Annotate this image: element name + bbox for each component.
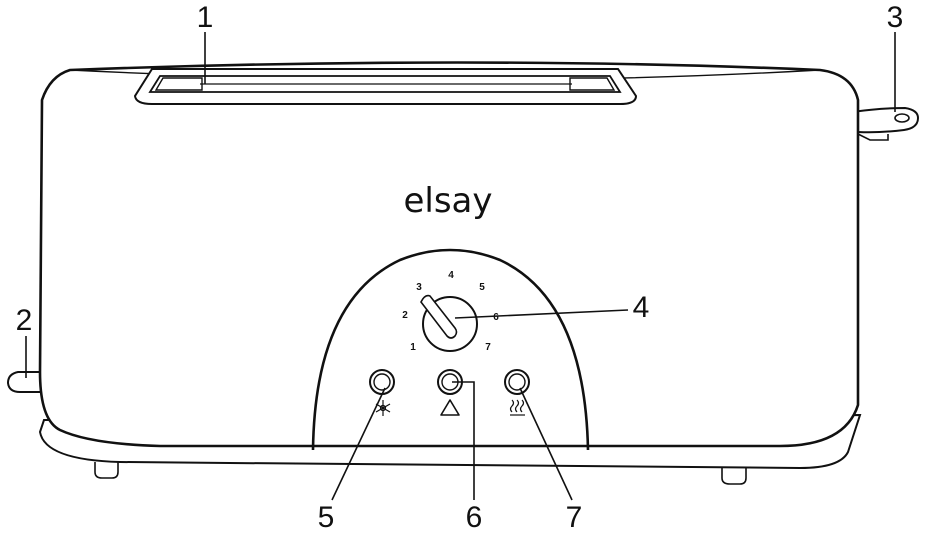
lever-left[interactable] bbox=[6, 371, 44, 393]
callout-5: 5 bbox=[318, 501, 335, 531]
browning-dial[interactable] bbox=[420, 294, 478, 352]
dial-number: 7 bbox=[485, 342, 491, 353]
snowflake-icon bbox=[375, 400, 391, 416]
reheat-button[interactable] bbox=[504, 369, 530, 395]
callout-2: 2 bbox=[16, 304, 33, 337]
dial-number: 5 bbox=[479, 282, 485, 293]
dial-scale: 1 2 3 4 5 6 7 bbox=[402, 270, 499, 353]
callout-1: 1 bbox=[197, 1, 214, 34]
dial-knob-indicator bbox=[420, 294, 458, 339]
callout-leaders bbox=[25, 32, 896, 501]
toaster-body bbox=[38, 61, 860, 448]
brand-logo: elsay bbox=[403, 181, 492, 221]
callout-7: 7 bbox=[566, 501, 583, 531]
bread-slot bbox=[133, 68, 638, 105]
callout-6: 6 bbox=[466, 501, 483, 531]
dial-number: 1 bbox=[410, 342, 416, 353]
heat-waves-icon bbox=[509, 399, 525, 416]
defrost-button[interactable] bbox=[369, 369, 395, 395]
callout-labels: 1 2 3 4 5 6 7 bbox=[16, 1, 904, 534]
control-panel bbox=[311, 248, 590, 451]
dial-number: 6 bbox=[493, 312, 499, 323]
callout-3: 3 bbox=[887, 1, 904, 34]
callout-4: 4 bbox=[633, 291, 650, 324]
dial-number: 3 bbox=[416, 282, 422, 293]
lever-right[interactable] bbox=[851, 106, 920, 141]
triangle-icon bbox=[440, 399, 460, 416]
dial-number: 4 bbox=[448, 270, 454, 281]
dial-number: 2 bbox=[402, 310, 408, 321]
